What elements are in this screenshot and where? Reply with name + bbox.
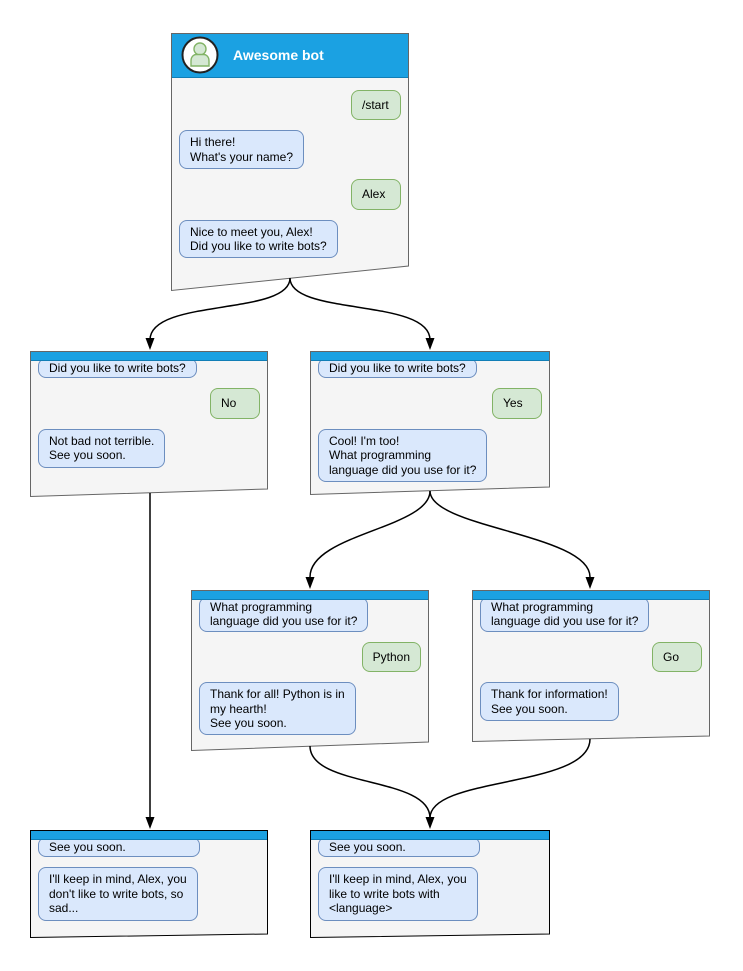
bot-message: I'll keep in mind, Alex, you don't like … bbox=[38, 867, 198, 921]
connector-yes-to-python bbox=[309, 490, 431, 578]
chat-body: See you soon. I'll keep in mind, Alex, y… bbox=[310, 837, 550, 921]
user-message: Python bbox=[361, 641, 421, 673]
window-title: Awesome bot bbox=[233, 47, 324, 63]
window-titlebar bbox=[191, 590, 429, 600]
bot-message: What programming language did you use fo… bbox=[480, 597, 650, 632]
bot-message: Hi there! What's your name? bbox=[179, 130, 305, 170]
bot-message: Thank for all! Python is in my hearth! S… bbox=[199, 682, 356, 736]
chat-window-branch-yes: Did you like to write bots? Yes Cool! I'… bbox=[310, 351, 550, 495]
bot-message: Not bad not terrible. See you soon. bbox=[38, 428, 166, 468]
chat-window-branch-go: What programming language did you use fo… bbox=[472, 590, 710, 742]
arrowhead-no-to-end bbox=[145, 817, 155, 829]
window-titlebar: Awesome bot bbox=[171, 33, 409, 78]
user-message: Alex bbox=[351, 179, 401, 210]
bot-message: What programming language did you use fo… bbox=[199, 597, 369, 632]
bot-message: Nice to meet you, Alex! Did you like to … bbox=[179, 219, 338, 259]
chat-body: See you soon. I'll keep in mind, Alex, y… bbox=[30, 837, 268, 921]
chat-body: What programming language did you use fo… bbox=[472, 597, 710, 721]
bot-avatar-icon bbox=[181, 36, 219, 74]
chat-body: Did you like to write bots? No Not bad n… bbox=[30, 358, 268, 468]
connector-go-to-end bbox=[429, 738, 591, 819]
arrowhead-root-to-yes bbox=[425, 338, 435, 350]
chat-window-branch-python: What programming language did you use fo… bbox=[191, 590, 429, 751]
arrowhead-root-to-no bbox=[145, 338, 155, 350]
connector-python-to-end bbox=[309, 745, 431, 819]
bot-message: Cool! I'm too! What programming language… bbox=[318, 428, 488, 482]
user-message: No bbox=[210, 388, 260, 419]
chat-window-root: Awesome bot /start Hi there! What's your… bbox=[171, 33, 409, 291]
bot-message: See you soon. bbox=[38, 837, 200, 858]
chat-body: /start Hi there! What's your name? Alex … bbox=[171, 78, 409, 259]
window-titlebar bbox=[30, 830, 268, 840]
bot-message: Did you like to write bots? bbox=[38, 358, 197, 379]
bot-message: Did you like to write bots? bbox=[318, 358, 477, 379]
chat-body: Did you like to write bots? Yes Cool! I'… bbox=[310, 358, 550, 482]
arrowhead-yes-to-go bbox=[585, 577, 595, 589]
bot-message: Thank for information! See you soon. bbox=[480, 682, 619, 721]
connector-root-to-yes bbox=[289, 277, 431, 341]
arrowhead-yes-to-python bbox=[305, 577, 315, 589]
window-titlebar bbox=[30, 351, 268, 361]
bot-message: See you soon. bbox=[318, 837, 480, 858]
window-titlebar bbox=[310, 351, 550, 361]
user-message: Yes bbox=[492, 388, 542, 419]
window-titlebar bbox=[310, 830, 550, 840]
user-message: Go bbox=[652, 641, 702, 673]
user-message: /start bbox=[351, 90, 401, 121]
arrowhead-merge-to-end bbox=[425, 817, 435, 829]
chat-body: What programming language did you use fo… bbox=[191, 597, 429, 736]
window-titlebar bbox=[472, 590, 710, 600]
chat-window-end-no: See you soon. I'll keep in mind, Alex, y… bbox=[30, 830, 268, 938]
chat-window-branch-no: Did you like to write bots? No Not bad n… bbox=[30, 351, 268, 497]
chat-window-end-yes: See you soon. I'll keep in mind, Alex, y… bbox=[310, 830, 550, 938]
connector-yes-to-go bbox=[429, 490, 591, 578]
bot-message: I'll keep in mind, Alex, you like to wri… bbox=[318, 867, 478, 921]
